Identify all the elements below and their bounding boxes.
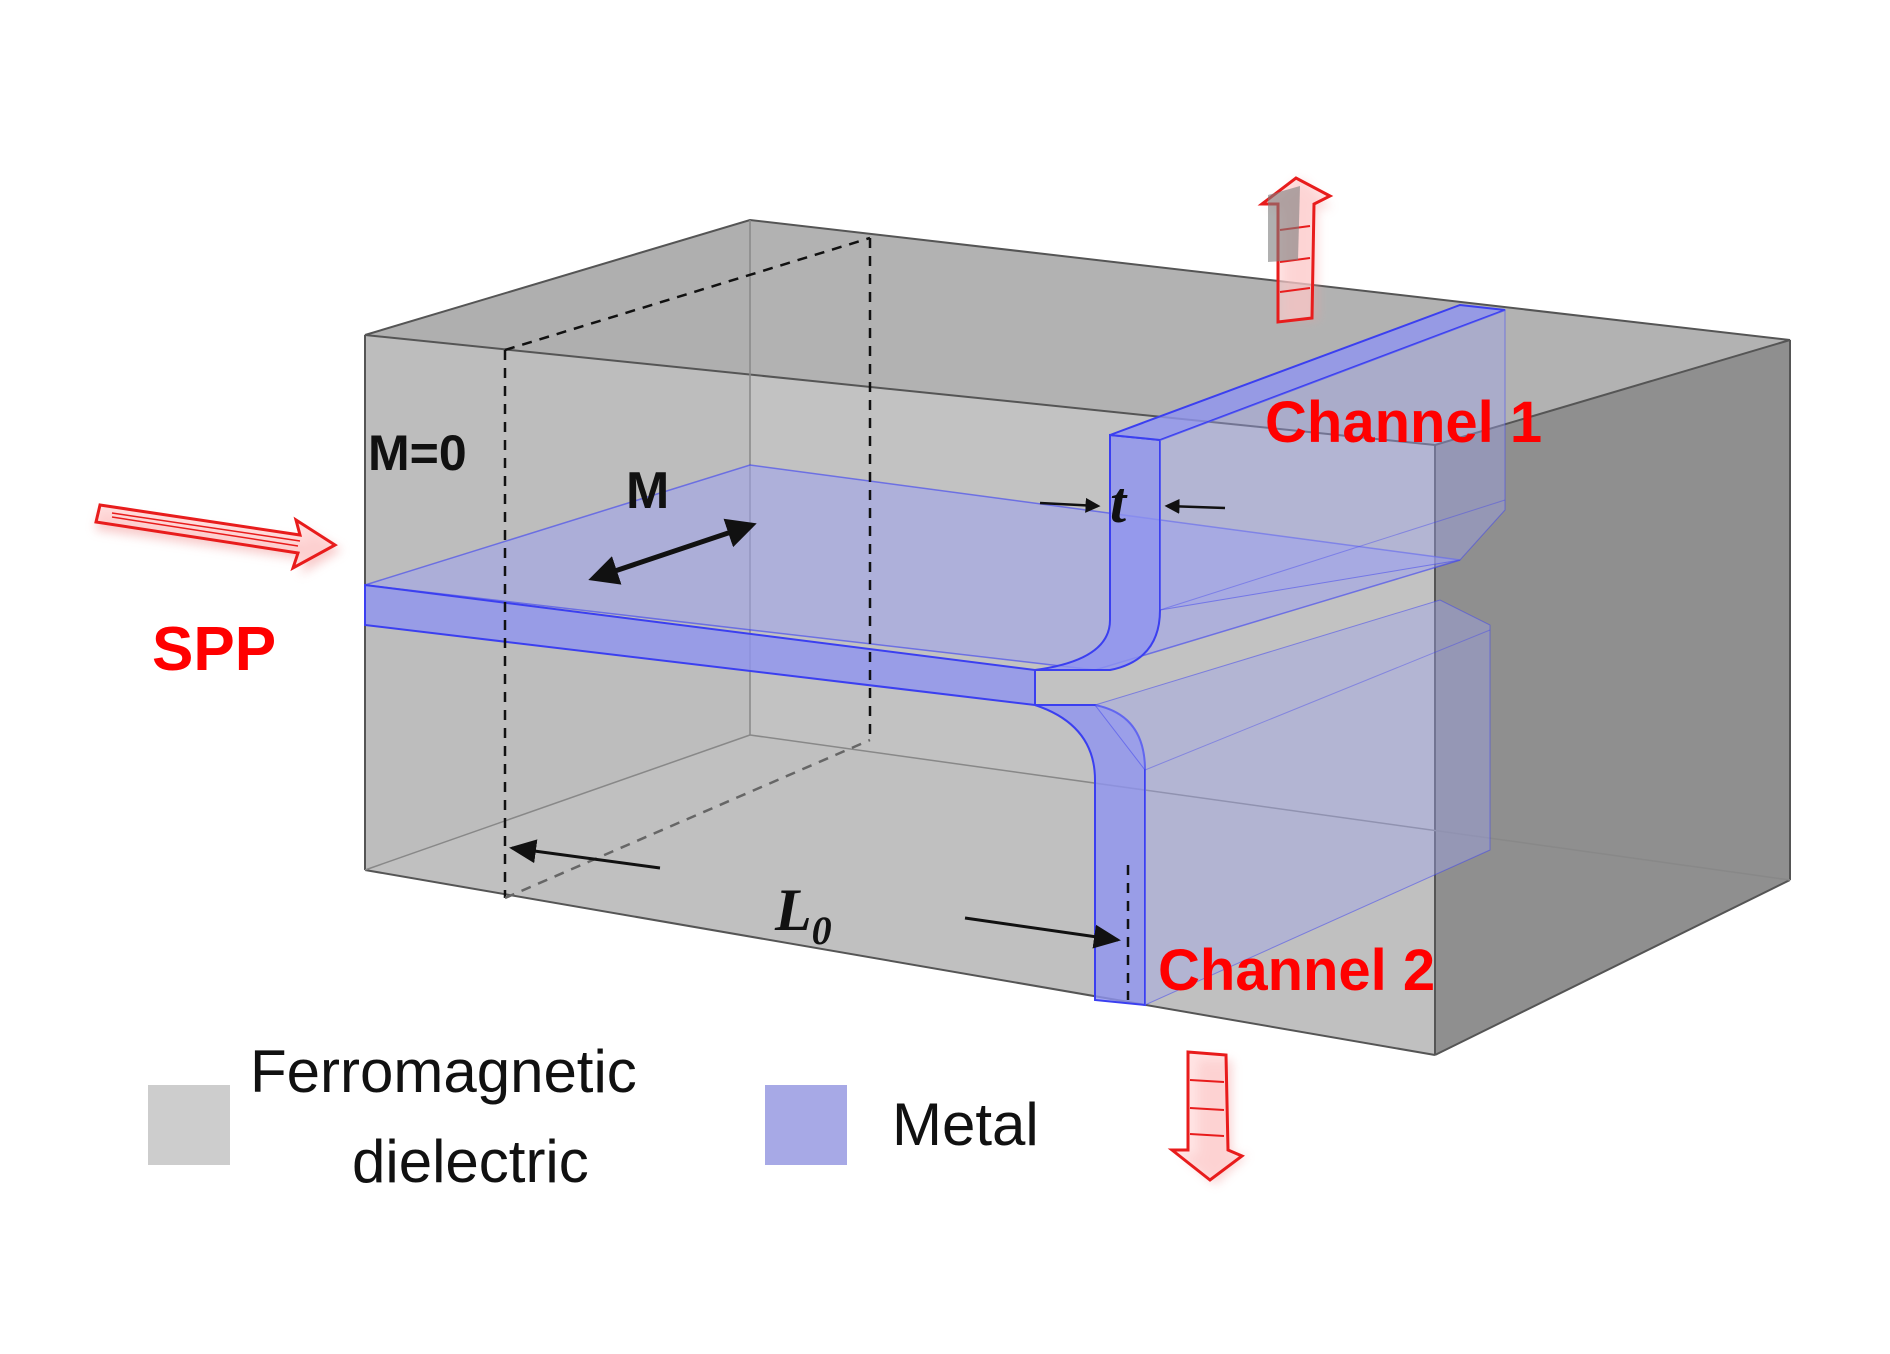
t-arrow-left — [1039, 497, 1101, 513]
box-right-face — [1435, 340, 1790, 1055]
l0-label-sub: 0 — [812, 908, 832, 953]
m-double-arrow — [588, 518, 757, 585]
reference-plane-dashed — [503, 236, 1130, 1000]
legend: Ferromagnetic dielectric Metal — [148, 1038, 1039, 1195]
l0-label: L0 — [774, 877, 832, 953]
t-arrow-right — [1164, 498, 1226, 514]
channel2-label: Channel 2 — [1158, 938, 1435, 1003]
legend-metal: Metal — [892, 1091, 1039, 1158]
dielectric-box — [364, 218, 1791, 1056]
legend-swatch-metal — [765, 1085, 847, 1165]
t-label: t — [1110, 470, 1128, 535]
m-label: M — [626, 462, 669, 520]
hollow-arrow-up-icon — [1257, 176, 1334, 324]
l0-label-main: L — [774, 877, 812, 943]
box-top-face — [365, 220, 1790, 445]
m-zero-label: M=0 — [368, 425, 467, 481]
l0-arrow-left — [509, 839, 661, 870]
metal-channel2-side — [1094, 599, 1491, 1006]
hollow-arrow-down-icon — [1167, 1050, 1248, 1185]
hollow-arrow-right-icon — [94, 503, 342, 575]
l0-arrow-right — [964, 916, 1121, 949]
metal-channel1-side — [1159, 309, 1506, 611]
metal-structure — [364, 303, 1506, 1007]
legend-dielectric-line1: Ferromagnetic — [250, 1038, 637, 1105]
channel1-label: Channel 1 — [1265, 390, 1542, 455]
legend-swatch-dielectric — [148, 1085, 230, 1165]
spp-label: SPP — [152, 615, 276, 684]
legend-dielectric-line2: dielectric — [352, 1128, 589, 1195]
dimension-arrows — [509, 497, 1226, 949]
metal-channel1-front — [1034, 433, 1161, 671]
